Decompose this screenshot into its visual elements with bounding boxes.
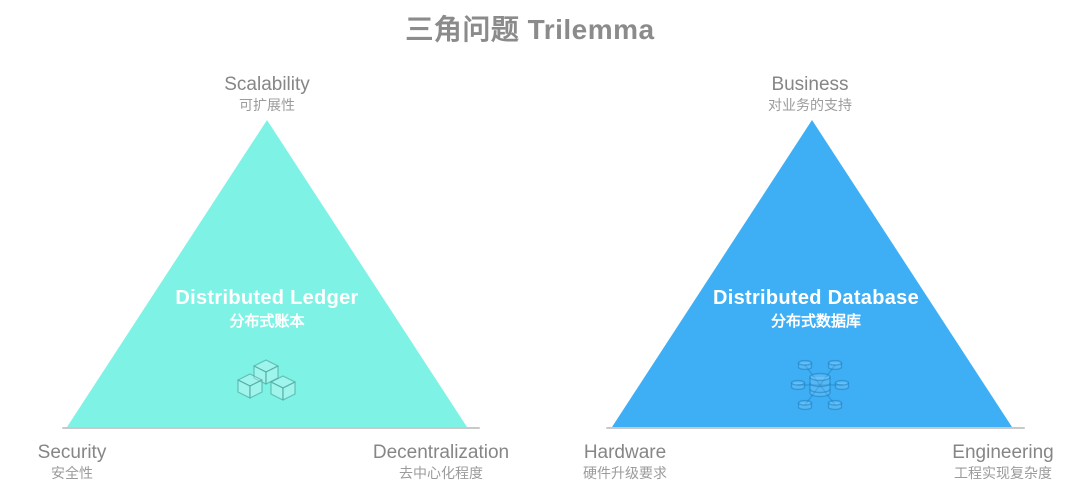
ledger-baseline xyxy=(62,427,480,429)
vertex-label-hardware: Hardware 硬件升级要求 xyxy=(583,442,667,483)
page-title: 三角问题 Trilemma xyxy=(405,14,655,45)
vertex-label-en: Business xyxy=(771,74,849,95)
vertex-label-zh: 对业务的支持 xyxy=(768,96,852,113)
vertex-label-en: Engineering xyxy=(952,442,1054,463)
vertex-label-zh: 硬件升级要求 xyxy=(583,464,667,481)
vertex-label-business: Business 对业务的支持 xyxy=(768,74,852,115)
vertex-label-en: Decentralization xyxy=(372,442,510,463)
vertex-label-en: Hardware xyxy=(583,442,667,463)
vertex-label-decentralization: Decentralization 去中心化程度 xyxy=(373,442,509,483)
vertex-label-scalability: Scalability 可扩展性 xyxy=(224,74,310,115)
vertex-label-en: Scalability xyxy=(224,74,310,95)
center-label-zh: 分布式数据库 xyxy=(770,313,861,330)
vertex-label-engineering: Engineering 工程实现复杂度 xyxy=(952,442,1053,483)
center-label-en: Distributed Ledger xyxy=(175,287,359,309)
ledger-center-label: Distributed Ledger 分布式账本 xyxy=(175,286,358,333)
center-label-en: Distributed Database xyxy=(712,287,920,309)
vertex-label-en: Security xyxy=(37,442,107,463)
database-baseline xyxy=(606,427,1025,429)
database-cluster-icon xyxy=(790,359,850,411)
vertex-label-security: Security 安全性 xyxy=(38,442,107,483)
database-triangle-shape xyxy=(612,120,1012,427)
database-center-label: Distributed Database 分布式数据库 xyxy=(713,286,919,333)
ledger-triangle-shape xyxy=(67,120,467,427)
central-database xyxy=(809,372,831,398)
center-label-zh: 分布式账本 xyxy=(229,313,305,330)
vertex-label-zh: 安全性 xyxy=(50,464,93,481)
vertex-label-zh: 可扩展性 xyxy=(238,96,295,113)
vertex-label-zh: 去中心化程度 xyxy=(399,464,483,481)
vertex-label-zh: 工程实现复杂度 xyxy=(953,464,1052,481)
cubes-icon xyxy=(237,359,296,401)
